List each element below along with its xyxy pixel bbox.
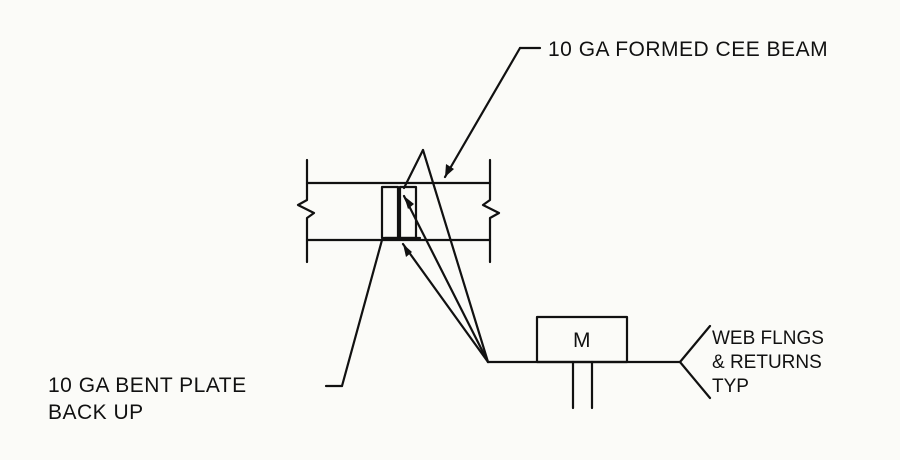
plate-label-line2: BACK UP [48, 401, 144, 424]
cee-beam [296, 158, 501, 264]
weld-arrow-b [402, 194, 490, 364]
weld-arrows [401, 148, 490, 364]
weld-arrow-a-tip [402, 148, 425, 190]
beam-leader [443, 46, 542, 179]
bent-plate [380, 185, 422, 240]
plate-leader-line [340, 238, 384, 388]
weld-arrow-c [401, 242, 490, 364]
weld-arrow-c-head [403, 244, 412, 257]
weld-symbol-box [535, 315, 629, 364]
weld-symbol-letter: M [573, 329, 591, 352]
weld-symbol: M [486, 315, 712, 410]
beam-label: 10 GA FORMED CEE BEAM [548, 38, 828, 61]
weld-tail [678, 324, 712, 400]
bent-plate-left [380, 185, 400, 240]
beam-leader-line [443, 46, 522, 179]
beam-right-break [481, 158, 501, 264]
beam-leader-arrow [445, 164, 454, 177]
tail-label-line2: & RETURNS [712, 352, 822, 373]
bent-plate-right [398, 185, 418, 240]
plate-label-line1: 10 GA BENT PLATE [48, 374, 247, 397]
beam-left-break [296, 158, 316, 264]
plate-leader [324, 238, 384, 388]
tail-label-line3: TYP [712, 376, 749, 397]
tail-label-line1: WEB FLNGS [712, 328, 824, 349]
weld-arrow-a [421, 148, 490, 364]
weld-arrow-b-head [404, 196, 414, 209]
